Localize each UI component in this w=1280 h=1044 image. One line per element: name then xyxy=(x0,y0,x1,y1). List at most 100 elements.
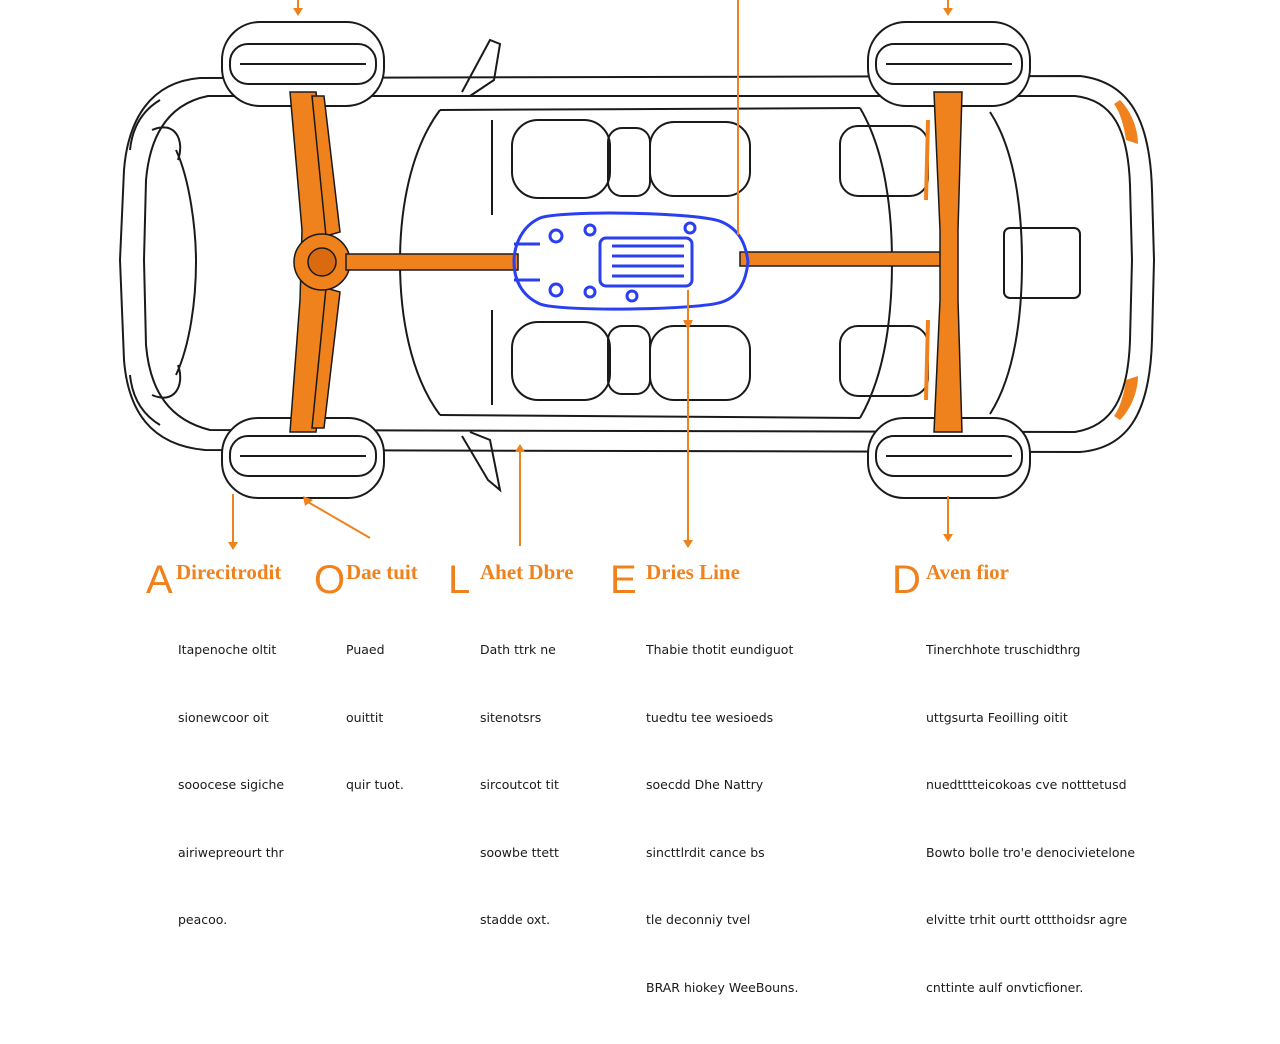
arrow-head xyxy=(515,444,525,452)
seat-rear-bench-right xyxy=(839,325,929,397)
hood-line xyxy=(175,149,198,376)
seat-rear-right xyxy=(649,325,751,401)
transmission-bolt xyxy=(548,228,564,244)
description-line: sionewcoor oit xyxy=(178,709,269,725)
license-plate-recess xyxy=(1003,227,1081,299)
callout-title: Ahet Dbre xyxy=(480,560,574,584)
description-line: elvitte trhit ourtt ottthoidsr agre xyxy=(926,912,1128,927)
roof-line-bottom xyxy=(439,414,861,419)
headlight-bottom xyxy=(129,374,161,426)
description-line: soowbe ttett xyxy=(480,844,559,860)
description-line: quir tuot. xyxy=(346,777,404,792)
tail-light-top xyxy=(1114,100,1138,144)
description-line: Puaed xyxy=(346,642,385,657)
description-line: Bowto bolle tro'e denocivietelone xyxy=(926,844,1136,860)
arrow-head xyxy=(303,496,313,506)
arrow-head xyxy=(943,8,953,16)
wheel-front-right xyxy=(221,417,385,499)
arrow-head xyxy=(293,8,303,16)
description-line: nuedtttteicokoas cve notttetusd xyxy=(926,777,1127,792)
arrow-head xyxy=(683,320,693,330)
mirror-top xyxy=(461,38,502,97)
callout-letter: A xyxy=(146,558,173,602)
description-line: soecdd Dhe Nattry xyxy=(646,777,764,792)
seat-front-left-back xyxy=(607,127,651,197)
description-line: cnttinte aulf onvticfioner. xyxy=(926,979,1084,995)
seat-front-left-cushion xyxy=(511,119,611,199)
seats xyxy=(491,119,929,405)
callout-description: Tinerchhote truschidthrg uttgsurta Feoil… xyxy=(926,594,1135,1044)
callout-title: Dries Line xyxy=(646,560,740,584)
wheels xyxy=(221,21,1031,499)
callout-title: Aven fior xyxy=(926,560,1010,584)
callout-title: Dae tuit xyxy=(346,560,418,584)
description-line: sooocese sigiche xyxy=(178,777,285,792)
description-line: tuedtu tee wesioeds xyxy=(646,709,774,725)
callout-title: Direcitrodit xyxy=(176,560,282,584)
description-line: airiwepreourt thr xyxy=(178,844,284,860)
rear-axle xyxy=(933,91,963,433)
leader-front-arm xyxy=(307,501,371,539)
drive-shaft-front xyxy=(345,253,519,271)
wheel-rear-left xyxy=(867,21,1031,107)
trunk-line xyxy=(989,111,1024,415)
callout-description: Itapenoche oltit sionewcoor oit sooocese… xyxy=(178,594,284,977)
transmission-bolt xyxy=(583,285,597,299)
body-outer-outline xyxy=(118,74,1156,454)
leader-lines xyxy=(232,0,949,546)
transmission-bolt xyxy=(683,221,697,235)
transmission-housing xyxy=(512,211,750,311)
description-line: uttgsurta Feoilling oitit xyxy=(926,709,1068,725)
arrow-head xyxy=(943,534,953,542)
seat-front-right-cushion xyxy=(511,321,611,401)
front-fender-line xyxy=(151,126,182,161)
transmission-bell xyxy=(514,242,540,282)
front-fender-line-2 xyxy=(151,364,182,399)
rear-arm-top xyxy=(924,119,930,201)
description-line: BRAR hiokey WeeBouns. xyxy=(646,979,799,995)
wheel-front-left xyxy=(221,21,385,107)
description-line: sircoutcot tit xyxy=(480,777,559,792)
arrow-head xyxy=(683,540,693,548)
description-line: peacoo. xyxy=(178,912,228,927)
description-line: Thabie thotit eundiguot xyxy=(646,642,794,657)
seat-front-right-back xyxy=(607,325,651,395)
callout-letter: L xyxy=(448,558,471,602)
drivetrain xyxy=(289,91,963,433)
headlight-top xyxy=(129,99,161,151)
callout-letter: O xyxy=(314,558,346,602)
mirror-bottom xyxy=(461,431,502,493)
description-line: sitenotsrs xyxy=(480,709,542,725)
tail-lights xyxy=(1114,100,1138,420)
transmission-bolt xyxy=(548,282,564,298)
seat-rear-left xyxy=(649,121,751,197)
arrow-heads xyxy=(228,8,953,550)
transmission-bolt xyxy=(583,223,597,237)
tail-light-bottom xyxy=(1114,376,1138,420)
description-line: stadde oxt. xyxy=(480,912,551,927)
callout-letter: E xyxy=(610,558,637,602)
drivetrain-diagram xyxy=(118,0,1156,550)
body-inner-outline xyxy=(142,95,1134,434)
callout-description: Thabie thotit eundiguot tuedtu tee wesio… xyxy=(646,594,798,1044)
seat-rear-bench-left xyxy=(839,125,929,197)
transmission-cooling-fins xyxy=(598,236,694,288)
transmission xyxy=(512,211,750,311)
description-line: ouittit xyxy=(346,709,384,725)
drive-shaft-rear xyxy=(739,251,947,267)
rear-arm-bottom xyxy=(924,319,930,401)
roof-line-top xyxy=(439,107,861,111)
transmission-bolt xyxy=(625,289,639,303)
callout-description: Dath ttrk ne sitenotsrs sircoutcot tit s… xyxy=(480,594,559,977)
front-differential-hub xyxy=(307,247,337,277)
description-line: Tinerchhote truschidthrg xyxy=(926,642,1081,657)
front-arm-top xyxy=(311,95,341,237)
description-line: Itapenoche oltit xyxy=(178,642,277,657)
arrow-head xyxy=(228,542,238,550)
callout-letter: D xyxy=(892,558,921,602)
description-line: Dath ttrk ne xyxy=(480,642,556,657)
description-line: sincttlrdit cance bs xyxy=(646,844,765,860)
callout-description: Puaed ouittit quir tuot. xyxy=(346,594,404,842)
description-line: tle deconniy tvel xyxy=(646,912,751,927)
front-arm-bottom xyxy=(311,287,341,429)
